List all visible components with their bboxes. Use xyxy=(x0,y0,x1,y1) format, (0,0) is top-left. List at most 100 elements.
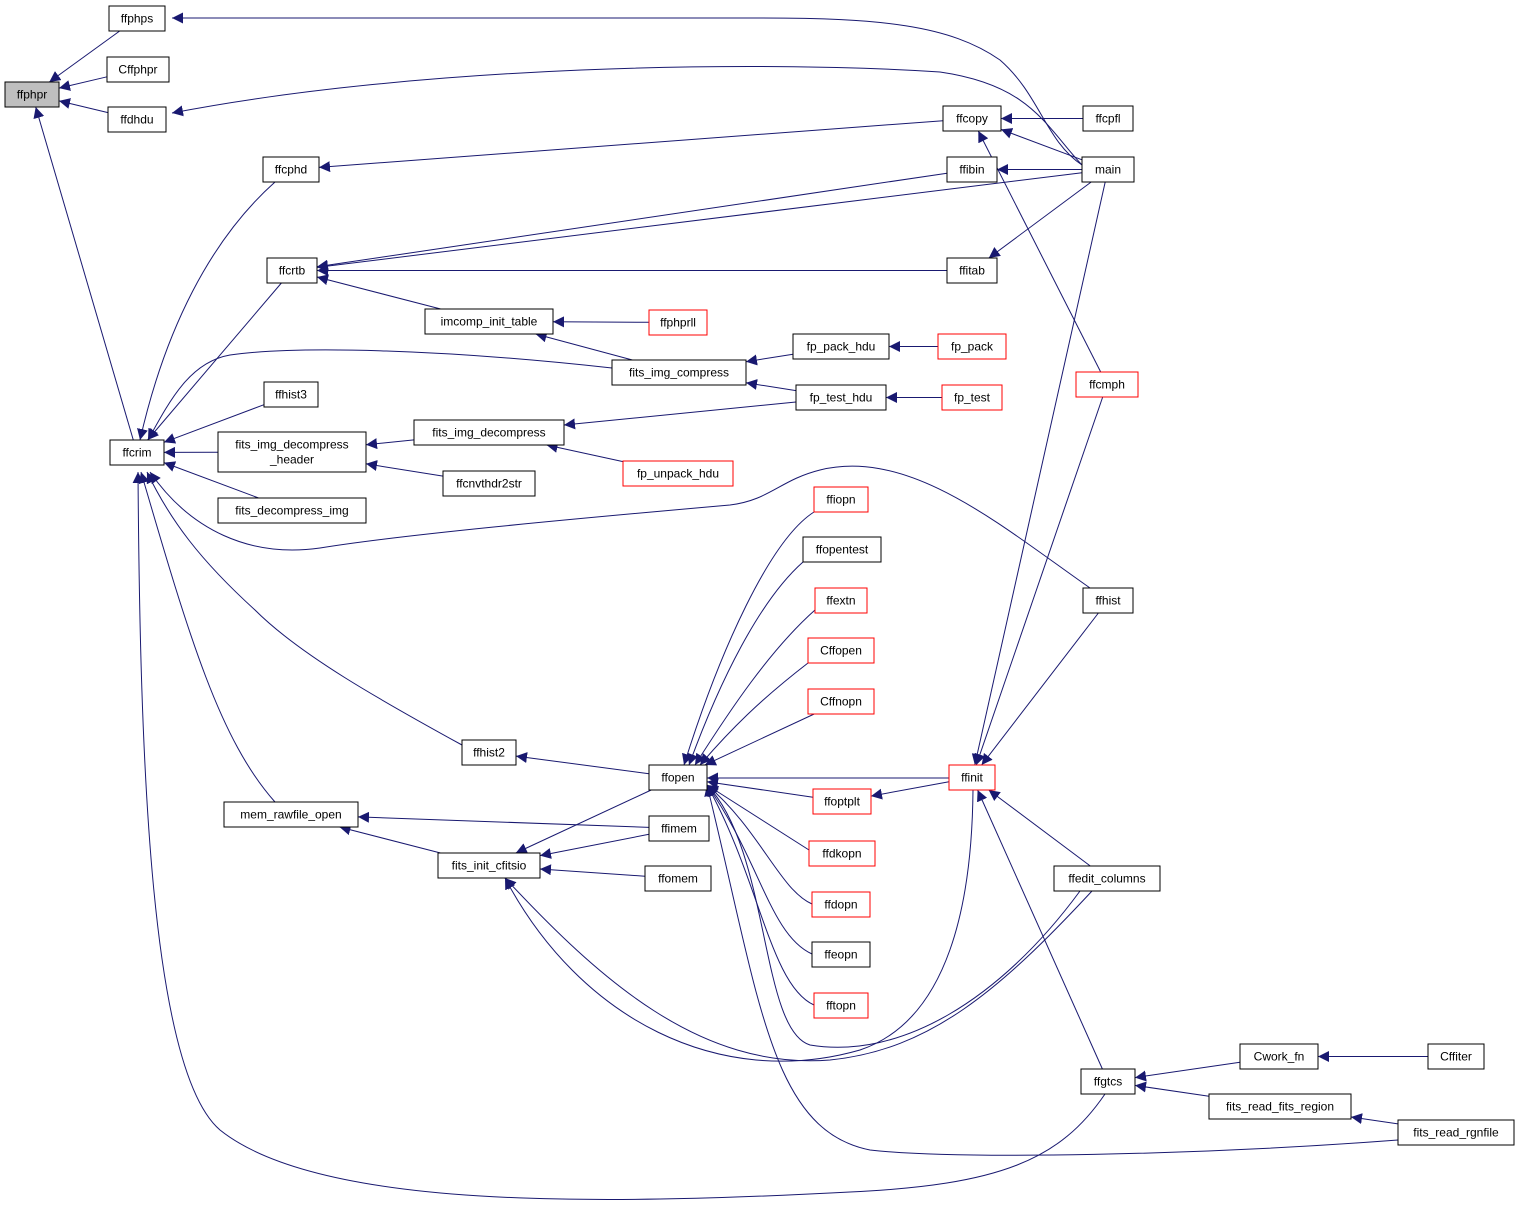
node-Cffopen[interactable]: Cffopen xyxy=(807,637,875,664)
edge-ffimem-to-fits_init_cfitsio xyxy=(539,833,650,859)
node-label-ffdhdu: ffdhdu xyxy=(120,113,153,127)
edge-ffhist2-to-ffcrim xyxy=(146,471,463,746)
node-ffhist3[interactable]: ffhist3 xyxy=(263,381,319,408)
node-ffeopn[interactable]: ffeopn xyxy=(811,941,871,968)
node-ffopentest[interactable]: ffopentest xyxy=(802,536,882,563)
node-fp_test[interactable]: fp_test xyxy=(941,384,1003,411)
node-fits_img_decompress_header[interactable]: fits_img_decompress_header xyxy=(217,431,367,473)
node-imcomp_init_table[interactable]: imcomp_init_table xyxy=(424,308,554,335)
node-ffopen[interactable]: ffopen xyxy=(648,764,708,791)
node-label-mem_rawfile_open: mem_rawfile_open xyxy=(240,808,341,822)
node-box-imcomp_init_table xyxy=(424,308,554,335)
node-Cffiter[interactable]: Cffiter xyxy=(1427,1043,1485,1070)
edge-ffphprll-to-imcomp_init_table xyxy=(552,316,650,328)
node-fp_pack[interactable]: fp_pack xyxy=(937,333,1007,360)
node-fits_img_decompress[interactable]: fits_img_decompress xyxy=(413,419,565,446)
node-fp_test_hdu[interactable]: fp_test_hdu xyxy=(795,384,887,411)
node-box-fits_img_compress xyxy=(611,359,747,386)
node-ffcphd[interactable]: ffcphd xyxy=(262,156,320,183)
node-ffcrtb[interactable]: ffcrtb xyxy=(266,257,318,284)
edge-ffcrtb-to-ffcrim xyxy=(147,282,282,441)
node-box-fits_read_rgnfile xyxy=(1397,1119,1515,1146)
node-label-ffdkopn: ffdkopn xyxy=(822,847,861,861)
node-ffdkopn[interactable]: ffdkopn xyxy=(808,840,876,867)
node-ffcrim[interactable]: ffcrim xyxy=(109,439,165,466)
node-fits_read_fits_region[interactable]: fits_read_fits_region xyxy=(1208,1093,1352,1120)
node-ffgtcs[interactable]: ffgtcs xyxy=(1080,1068,1136,1095)
node-fits_decompress_img[interactable]: fits_decompress_img xyxy=(217,497,367,524)
edge-imcomp_init_table-to-ffcrtb xyxy=(316,274,441,310)
node-label-ffoptplt: ffoptplt xyxy=(824,795,860,809)
node-ffiopn[interactable]: ffiopn xyxy=(813,486,869,513)
node-fits_img_compress[interactable]: fits_img_compress xyxy=(611,359,747,386)
node-box-ffinit xyxy=(948,764,996,791)
node-ffcmph[interactable]: ffcmph xyxy=(1075,371,1139,398)
node-box-fp_test xyxy=(941,384,1003,411)
node-box-ffcpfl xyxy=(1082,105,1134,132)
edge-ffinit-to-ffoptplt xyxy=(870,781,950,800)
node-ffcnvthdr2str[interactable]: ffcnvthdr2str xyxy=(442,470,536,497)
node-box-ffcrim xyxy=(109,439,165,466)
edge-Cwork_fn-to-ffgtcs xyxy=(1134,1061,1241,1082)
node-ffoptplt[interactable]: ffoptplt xyxy=(812,788,872,815)
node-box-ffomem xyxy=(644,865,712,892)
node-Cffnopn[interactable]: Cffnopn xyxy=(807,688,875,715)
node-ffphps[interactable]: ffphps xyxy=(108,5,166,32)
node-box-ffopentest xyxy=(802,536,882,563)
node-ffomem[interactable]: ffomem xyxy=(644,865,712,892)
node-box-ffedit_columns xyxy=(1053,865,1161,892)
node-ffitab[interactable]: ffitab xyxy=(946,257,998,284)
node-ffcpfl[interactable]: ffcpfl xyxy=(1082,105,1134,132)
node-box-ffibin xyxy=(946,156,998,183)
node-ffphprll[interactable]: ffphprll xyxy=(648,309,708,336)
node-box-Cffnopn xyxy=(807,688,875,715)
node-ffedit_columns[interactable]: ffedit_columns xyxy=(1053,865,1161,892)
node-ffdopn[interactable]: ffdopn xyxy=(811,891,871,918)
node-box-fits_read_fits_region xyxy=(1208,1093,1352,1120)
node-fftopn[interactable]: fftopn xyxy=(813,992,869,1019)
node-Cffphpr[interactable]: Cffphpr xyxy=(106,56,170,83)
node-fp_unpack_hdu[interactable]: fp_unpack_hdu xyxy=(622,460,734,487)
node-box-fits_decompress_img xyxy=(217,497,367,524)
node-box-fits_img_decompress_header xyxy=(217,431,367,473)
node-mem_rawfile_open[interactable]: mem_rawfile_open xyxy=(223,801,359,828)
edge-main-to-ffcrtb xyxy=(316,172,1083,272)
node-label-fits_read_rgnfile: fits_read_rgnfile xyxy=(1413,1126,1499,1140)
node-box-ffimem xyxy=(648,815,710,842)
edge-ffphps-to-ffphpr xyxy=(49,30,120,83)
edge-ffedit_columns-to-ffinit xyxy=(988,789,1091,867)
node-box-fp_pack_hdu xyxy=(792,333,890,360)
node-box-Cffphpr xyxy=(106,56,170,83)
edge-ffcopy-to-ffcphd xyxy=(318,120,944,173)
node-label-ffcopy: ffcopy xyxy=(956,112,988,126)
node-ffibin[interactable]: ffibin xyxy=(946,156,998,183)
node-ffhist2[interactable]: ffhist2 xyxy=(461,739,517,766)
node-box-ffdkopn xyxy=(808,840,876,867)
node-ffimem[interactable]: ffimem xyxy=(648,815,710,842)
node-label-ffphpr: ffphpr xyxy=(17,88,47,102)
node-fits_init_cfitsio[interactable]: fits_init_cfitsio xyxy=(437,852,541,879)
edge-ffgtcs-to-ffcrim xyxy=(132,471,1106,1200)
node-ffhist[interactable]: ffhist xyxy=(1082,587,1134,614)
node-label-ffcrim: ffcrim xyxy=(122,446,151,460)
node-label-ffphprll: ffphprll xyxy=(660,316,696,330)
node-label-Cffiter: Cffiter xyxy=(1440,1050,1472,1064)
node-fits_read_rgnfile[interactable]: fits_read_rgnfile xyxy=(1397,1119,1515,1146)
edge-ffiopn-to-ffopen xyxy=(682,511,815,766)
node-label-ffimem: ffimem xyxy=(661,822,697,836)
node-box-mem_rawfile_open xyxy=(223,801,359,828)
node-ffextn[interactable]: ffextn xyxy=(814,587,868,614)
node-fp_pack_hdu[interactable]: fp_pack_hdu xyxy=(792,333,890,360)
node-label-fits_img_decompress_header-0: fits_img_decompress xyxy=(235,438,348,452)
node-box-fits_init_cfitsio xyxy=(437,852,541,879)
node-ffphpr[interactable]: ffphpr xyxy=(4,81,60,108)
node-ffinit[interactable]: ffinit xyxy=(948,764,996,791)
node-main[interactable]: main xyxy=(1081,156,1135,183)
node-label-ffcphd: ffcphd xyxy=(275,163,307,177)
edge-Cffnopn-to-ffopen xyxy=(704,713,815,766)
node-ffdhdu[interactable]: ffdhdu xyxy=(107,106,167,133)
edge-fftopn-to-ffopen xyxy=(706,784,815,1006)
node-ffcopy[interactable]: ffcopy xyxy=(942,105,1002,132)
node-Cwork_fn[interactable]: Cwork_fn xyxy=(1239,1043,1319,1070)
